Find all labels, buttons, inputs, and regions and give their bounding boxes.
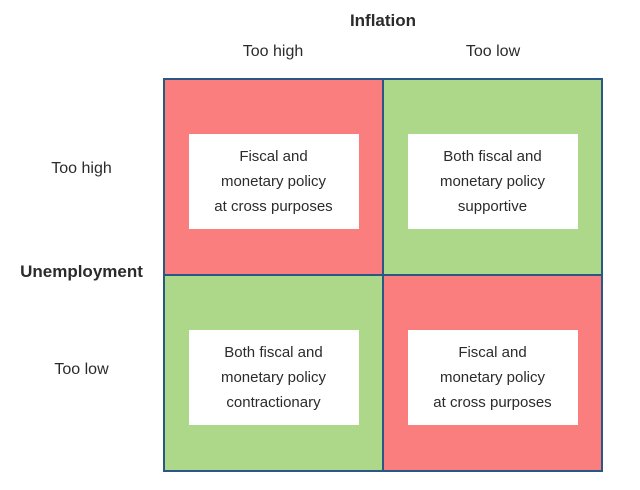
- quadrant-label: Both fiscal and monetary policy supporti…: [407, 133, 578, 229]
- quadrant-inflation-low-unemployment-high: Both fiscal and monetary policy supporti…: [384, 80, 601, 274]
- quadrant-inflation-high-unemployment-high: Fiscal and monetary policy at cross purp…: [165, 80, 382, 274]
- inflation-too-high-label: Too high: [242, 43, 304, 60]
- unemployment-too-high-label: Too high: [51, 160, 112, 177]
- quadrant-label: Fiscal and monetary policy at cross purp…: [407, 329, 578, 425]
- quadrant-inflation-high-unemployment-low: Both fiscal and monetary policy contract…: [165, 276, 382, 470]
- quadrant-inflation-low-unemployment-low: Fiscal and monetary policy at cross purp…: [384, 276, 601, 470]
- inflation-axis-title: Inflation: [349, 11, 417, 30]
- inflation-too-low-label: Too low: [465, 43, 521, 60]
- quadrant-label: Fiscal and monetary policy at cross purp…: [188, 133, 359, 229]
- quadrant-label: Both fiscal and monetary policy contract…: [188, 329, 359, 425]
- unemployment-too-low-label: Too low: [54, 361, 109, 378]
- unemployment-axis-title: Unemployment: [20, 262, 143, 281]
- matrix-grid: Fiscal and monetary policy at cross purp…: [163, 78, 603, 472]
